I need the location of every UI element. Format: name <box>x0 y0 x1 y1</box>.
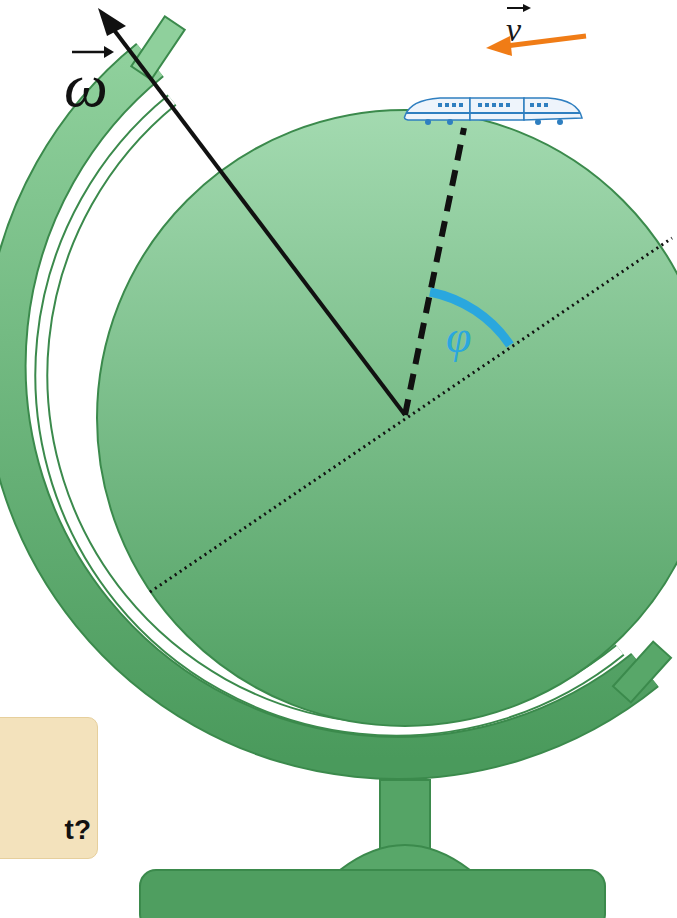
velocity-label: v <box>506 11 521 49</box>
equator-line <box>150 238 672 592</box>
rotation-axis <box>108 22 405 415</box>
stand-foot <box>340 845 470 870</box>
arrowhead <box>98 8 126 36</box>
arrowhead <box>523 4 531 12</box>
radius-line <box>405 128 464 415</box>
question-box: t? <box>0 717 98 859</box>
angle-label: φ <box>446 310 471 363</box>
question-text: t? <box>0 814 91 846</box>
ring-tab <box>131 16 184 79</box>
omega-label: ω <box>64 50 108 121</box>
stand-base <box>140 870 605 918</box>
train <box>404 98 582 125</box>
globe <box>97 110 677 726</box>
ring-tab <box>613 642 671 703</box>
